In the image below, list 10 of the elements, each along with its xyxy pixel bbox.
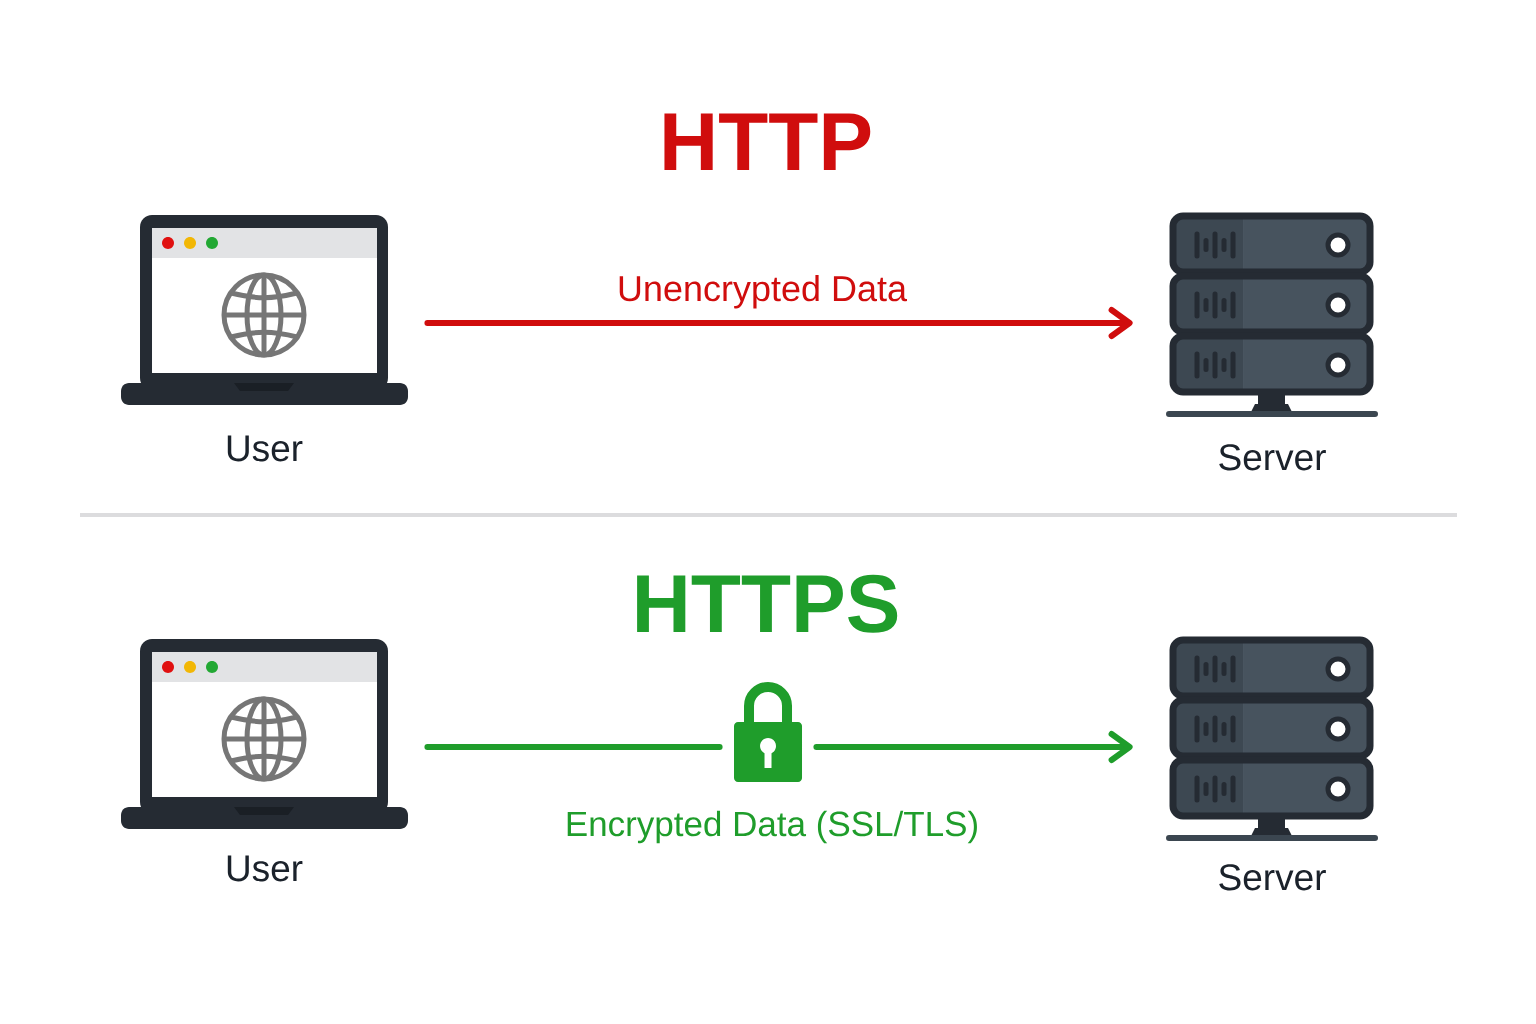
section-heading: HTTP — [664, 113, 871, 170]
device-label: User — [227, 435, 303, 462]
device-label: Server — [1219, 444, 1326, 471]
arrow — [813, 731, 1133, 763]
edge-label: Unencrypted Data — [614, 272, 910, 311]
node-label: Encrypted Data (SSL/TLS) — [567, 810, 977, 844]
device-label: Server — [1219, 864, 1326, 891]
device-label: User — [227, 855, 303, 882]
connector-line — [424, 744, 723, 750]
arrow — [424, 307, 1133, 339]
